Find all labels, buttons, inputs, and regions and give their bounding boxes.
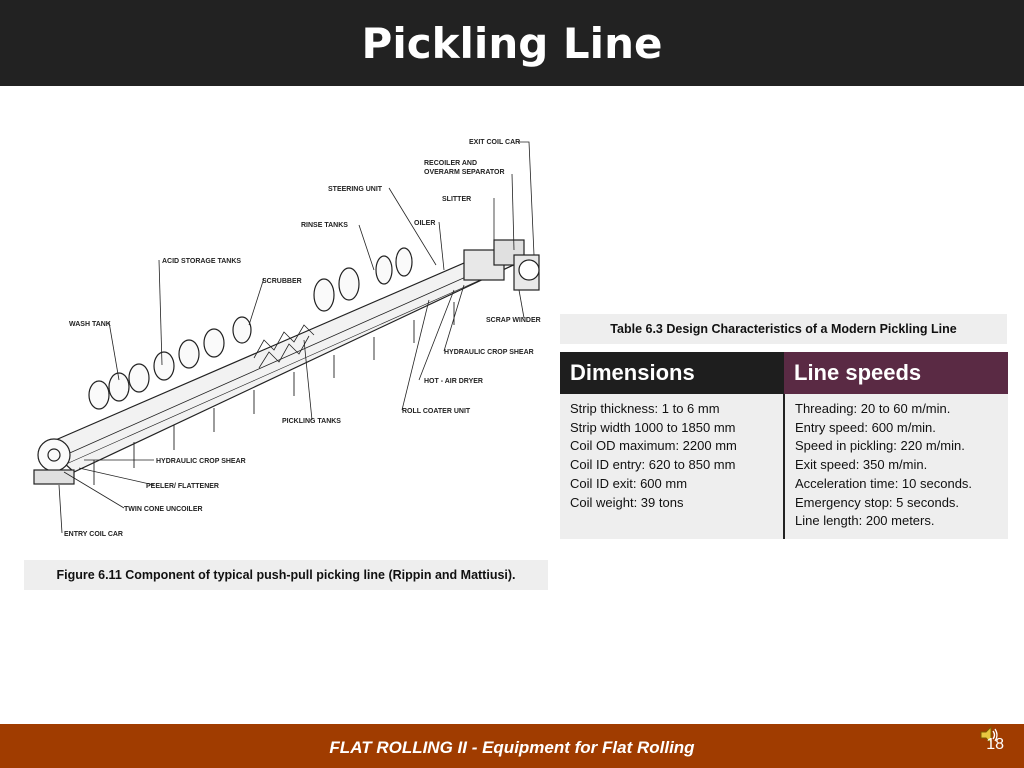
- footer-text: FLAT ROLLING II - Equipment for Flat Rol…: [329, 738, 695, 757]
- figure-caption: Figure 6.11 Component of typical push-pu…: [24, 560, 548, 590]
- pickling-line-diagram: EXIT COIL CAR RECOILER AND OVERARM SEPAR…: [24, 100, 554, 555]
- pickling-line-drawing: EXIT COIL CAR RECOILER AND OVERARM SEPAR…: [33, 139, 541, 538]
- label-hydraulic-crop-shear-exit: HYDRAULIC CROP SHEAR: [444, 349, 534, 356]
- page-number: 18: [986, 736, 1004, 753]
- label-peeler: PEELER/ FLATTENER: [146, 483, 219, 490]
- list-item: Speed in pickling: 220 m/min.: [795, 438, 965, 454]
- list-item: Emergency stop: 5 seconds.: [795, 494, 960, 510]
- label-hot-air-dryer: HOT - AIR DRYER: [424, 378, 483, 385]
- table-header-row: Dimensions Line speeds: [560, 352, 1008, 394]
- list-item: Threading: 20 to 60 m/min.: [795, 401, 951, 416]
- footer-bar: FLAT ROLLING II - Equipment for Flat Rol…: [0, 724, 1024, 768]
- list-item: Acceleration time: 10 seconds.: [795, 475, 973, 491]
- list-item: Coil ID entry: 620 to 850 mm: [570, 457, 736, 473]
- dimensions-cell: Strip thickness: 1 to 6 mm Strip width 1…: [560, 394, 785, 539]
- label-scrap-winder: SCRAP WINDER: [486, 317, 541, 324]
- list-item: Coil ID exit: 600 mm: [570, 475, 688, 491]
- speaker-icon[interactable]: [978, 724, 1000, 746]
- title-bar: Pickling Line: [0, 0, 1024, 86]
- label-rinse-tanks: RINSE TANKS: [301, 222, 348, 229]
- table-caption: Table 6.3 Design Characteristics of a Mo…: [560, 314, 1007, 344]
- list-item: Strip thickness: 1 to 6 mm: [570, 401, 720, 416]
- header-dimensions: Dimensions: [560, 352, 784, 394]
- list-item: Line length: 200 meters.: [795, 513, 935, 529]
- label-exit-coil-car: EXIT COIL CAR: [469, 139, 520, 146]
- list-item: Entry speed: 600 m/min.: [795, 419, 936, 435]
- slide-title: Pickling Line: [361, 18, 663, 68]
- label-hydraulic-crop-shear-entry: HYDRAULIC CROP SHEAR: [156, 458, 246, 465]
- list-item: Exit speed: 350 m/min.: [795, 457, 928, 473]
- label-oiler: OILER: [414, 220, 435, 227]
- label-twin-cone: TWIN CONE UNCOILER: [124, 506, 203, 513]
- label-entry-coil-car: ENTRY COIL CAR: [64, 531, 123, 538]
- header-line-speeds: Line speeds: [784, 352, 1008, 394]
- label-recoiler-2: OVERARM SEPARATOR: [424, 169, 505, 176]
- label-steering-unit: STEERING UNIT: [328, 186, 383, 193]
- label-slitter: SLITTER: [442, 196, 471, 203]
- table-row: Strip thickness: 1 to 6 mm Strip width 1…: [560, 394, 1008, 539]
- line-speeds-cell: Threading: 20 to 60 m/min. Entry speed: …: [784, 394, 1008, 539]
- list-item: Strip width 1000 to 1850 mm: [570, 419, 736, 435]
- label-pickling-tanks: PICKLING TANKS: [282, 418, 341, 425]
- design-characteristics-table: Dimensions Line speeds Strip thickness: …: [560, 352, 1008, 539]
- label-acid-storage: ACID STORAGE TANKS: [162, 258, 241, 265]
- label-wash-tank: WASH TANK: [69, 321, 111, 328]
- label-recoiler-1: RECOILER AND: [424, 160, 477, 167]
- label-roll-coater: ROLL COATER UNIT: [402, 408, 471, 415]
- list-item: Coil OD maximum: 2200 mm: [570, 438, 737, 454]
- label-scrubber: SCRUBBER: [262, 278, 302, 285]
- list-item: Coil weight: 39 tons: [570, 494, 684, 510]
